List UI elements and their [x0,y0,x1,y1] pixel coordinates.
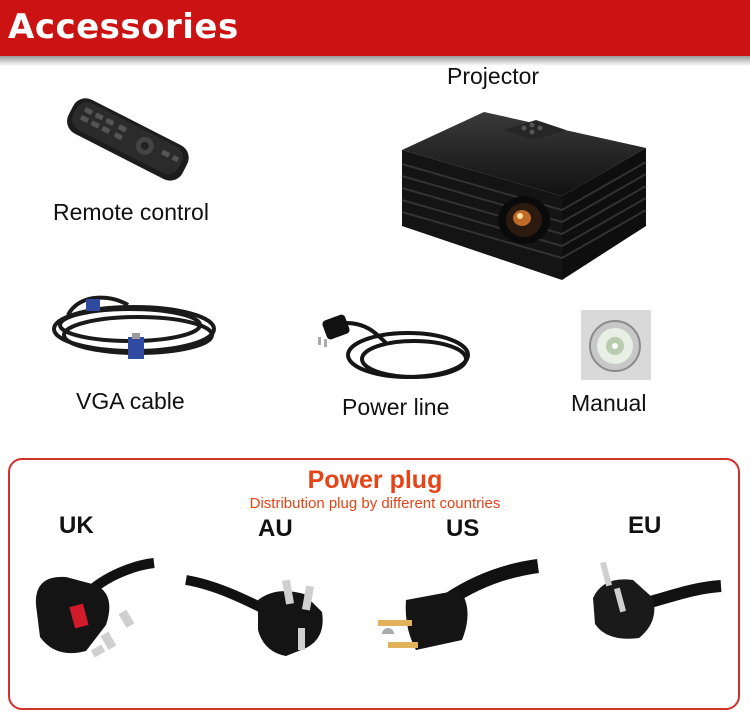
power-plug-subtitle: Distribution plug by different countries [249,495,501,512]
header-shadow [0,56,750,66]
country-label-au: AU [258,515,293,542]
uk-plug-image [35,558,155,658]
page-title: Accessories [8,7,239,47]
vga-cable-image [52,295,216,359]
projector-image [401,112,647,280]
projector-label: Projector [447,63,540,89]
header-bar [0,0,750,56]
power-line-label: Power line [342,394,450,420]
country-label-us: US [446,515,480,542]
country-label-eu: EU [628,512,662,539]
power-plug-title: Power plug [307,466,443,494]
power-line-image [318,314,470,379]
remote-control-image [67,98,189,181]
country-label-uk: UK [59,512,94,539]
manual-image [581,310,651,380]
vga-cable-label: VGA cable [76,388,185,414]
remote-control-label: Remote control [53,199,209,225]
eu-plug-image [593,561,722,639]
manual-label: Manual [571,390,647,416]
au-plug-image [185,575,323,656]
us-plug-image [378,559,539,650]
